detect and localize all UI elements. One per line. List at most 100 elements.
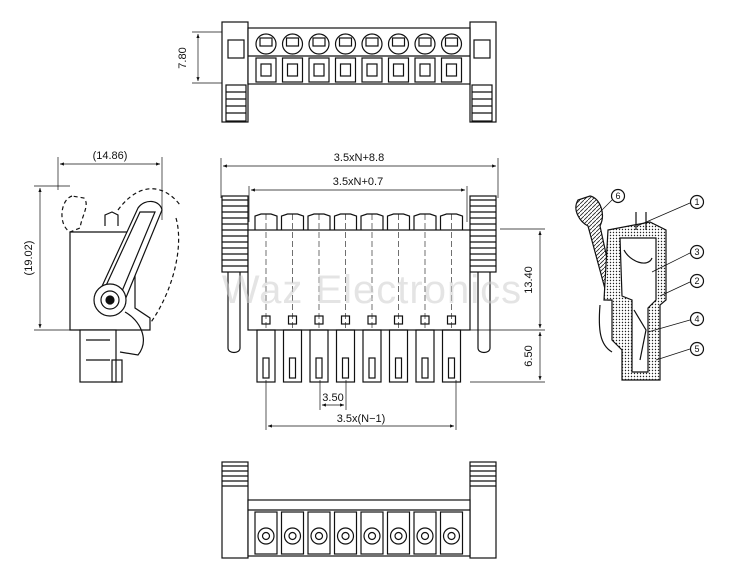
top-pin-hole	[339, 63, 352, 77]
top-pin-slot	[418, 37, 432, 47]
front-view	[220, 158, 545, 430]
front-pin-contact	[287, 315, 298, 325]
front-pin-lead	[309, 329, 329, 383]
callout-4	[689, 311, 705, 327]
bottom-pin-cell	[333, 511, 358, 555]
front-pin-contact	[340, 315, 351, 325]
callout-1	[689, 194, 705, 210]
bottom-pin-screw-head	[341, 531, 350, 541]
dim-top-height: 7.80	[177, 47, 189, 68]
dim-side-height: (19.02)	[23, 241, 35, 276]
top-pin-hole	[445, 63, 458, 77]
callout-6-label: 6	[615, 191, 620, 201]
dim-front-total: 3.5xN+8.8	[334, 152, 384, 164]
dim-front-height-lower: 6.50	[523, 345, 535, 366]
dim-span: 3.5x(N−1)	[337, 413, 386, 425]
bottom-pin-screw	[283, 527, 302, 545]
top-pin-screw	[387, 33, 410, 55]
front-pin-contact	[367, 315, 377, 325]
bottom-pin-cell	[307, 511, 331, 555]
bottom-pin-screw	[442, 527, 461, 545]
front-pin-lead	[282, 329, 303, 383]
top-pin-screw	[281, 33, 304, 55]
callout-5-label: 5	[694, 344, 699, 354]
front-pin-lead-slot	[341, 357, 350, 379]
top-pin-screw	[308, 33, 330, 55]
top-pin-cell	[387, 57, 410, 83]
top-pin-cell	[281, 57, 304, 83]
front-view-pins	[254, 213, 464, 383]
top-pin-screw	[440, 33, 463, 55]
top-pin-slot	[259, 37, 273, 47]
front-pin-contact	[261, 315, 271, 325]
front-pin-lead-slot	[368, 357, 376, 379]
dim-front-inner: 3.5xN+0.7	[333, 176, 383, 188]
front-pin-contact	[393, 315, 404, 325]
front-pin-lead-slot	[421, 357, 429, 379]
watermark: Waz Electronics	[222, 268, 522, 312]
bottom-pin-screw	[389, 527, 408, 545]
bottom-pin-screw	[257, 527, 275, 545]
front-pin-contact	[314, 315, 324, 325]
callout-2-label: 2	[694, 276, 699, 286]
top-pin-slot	[391, 37, 406, 47]
bottom-pin-cell	[360, 511, 384, 555]
front-pin-lead	[256, 329, 276, 383]
section-view	[575, 188, 705, 381]
front-view-ribs	[222, 199, 496, 267]
front-pin-lead-slot	[447, 357, 456, 379]
bottom-pin-screw-head	[314, 531, 324, 541]
top-pin-hole	[260, 63, 272, 77]
front-pin-lead	[388, 329, 409, 383]
callout-1-label: 1	[694, 197, 699, 207]
top-pin-hole	[286, 63, 299, 77]
top-pin-slot	[365, 37, 379, 47]
bottom-view-ribs	[222, 465, 496, 487]
bottom-pin-screw-head	[261, 531, 271, 541]
top-pin-slot	[312, 37, 326, 47]
dim-pitch: 3.50	[322, 392, 343, 404]
top-pin-hole	[392, 63, 405, 77]
bottom-view	[221, 461, 497, 559]
callout-3-label: 3	[694, 247, 699, 257]
top-pin-cell	[440, 57, 463, 83]
bottom-pin-screw	[336, 527, 355, 545]
top-pin-screw	[255, 33, 277, 55]
front-pin-lead	[441, 329, 462, 383]
bottom-pin-screw-head	[420, 531, 430, 541]
bottom-pin-screw	[310, 527, 328, 545]
dim-side-width: (14.86)	[93, 150, 128, 162]
top-pin-cell	[334, 57, 357, 83]
bottom-pin-cell	[280, 511, 305, 555]
top-pin-slot	[444, 37, 459, 47]
bottom-pin-screw-head	[367, 531, 377, 541]
top-pin-hole	[313, 63, 325, 77]
dim-front-height-upper: 13.40	[523, 266, 535, 294]
top-pin-slot	[338, 37, 353, 47]
top-pin-cell	[308, 57, 330, 83]
callout-2	[689, 273, 705, 289]
front-pin-lead-slot	[288, 357, 297, 379]
front-pin-lead-slot	[394, 357, 403, 379]
bottom-pin-screw-head	[394, 531, 403, 541]
front-pin-contact	[446, 315, 457, 325]
top-pin-hole	[419, 63, 431, 77]
top-pin-screw	[361, 33, 383, 55]
callout-3	[689, 244, 705, 260]
callout-4-label: 4	[694, 314, 699, 324]
top-pin-cell	[414, 57, 436, 83]
top-pin-cell	[361, 57, 383, 83]
top-pin-cell	[255, 57, 277, 83]
front-pin-lead	[415, 329, 435, 383]
top-pin-screw	[414, 33, 436, 55]
front-pin-contact	[420, 315, 430, 325]
bottom-pin-cell	[439, 511, 464, 555]
bottom-pin-cell	[254, 511, 278, 555]
top-pin-hole	[366, 63, 378, 77]
top-view	[192, 21, 497, 123]
front-pin-lead-slot	[315, 357, 323, 379]
bottom-pin-screw-head	[288, 531, 297, 541]
bottom-pin-screw-head	[447, 531, 456, 541]
top-pin-slot	[285, 37, 300, 47]
